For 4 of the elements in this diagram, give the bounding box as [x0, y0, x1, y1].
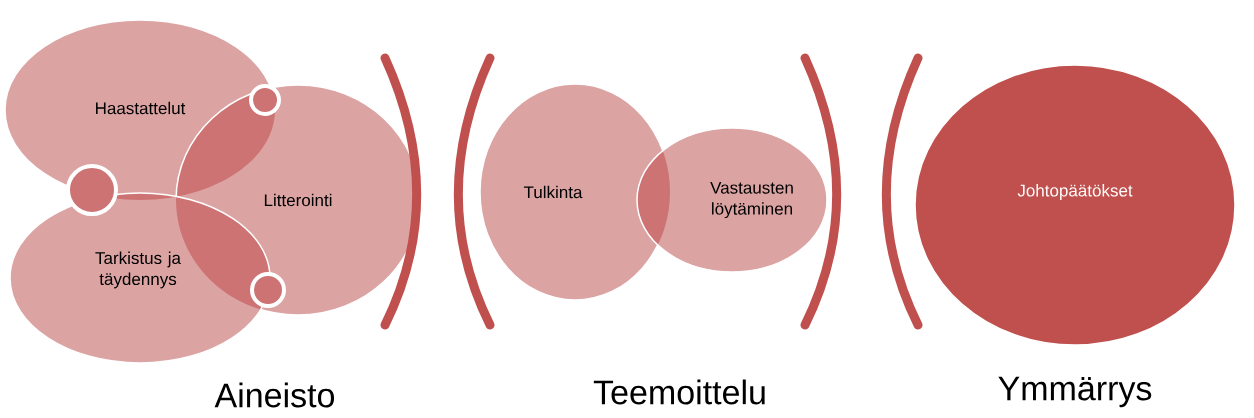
stage-label: Aineisto — [214, 382, 335, 408]
stage-label: Ymmärrys — [998, 376, 1152, 408]
stage-label: Teemoittelu — [593, 379, 765, 405]
node-label: Vastausten löytäminen — [710, 181, 793, 219]
